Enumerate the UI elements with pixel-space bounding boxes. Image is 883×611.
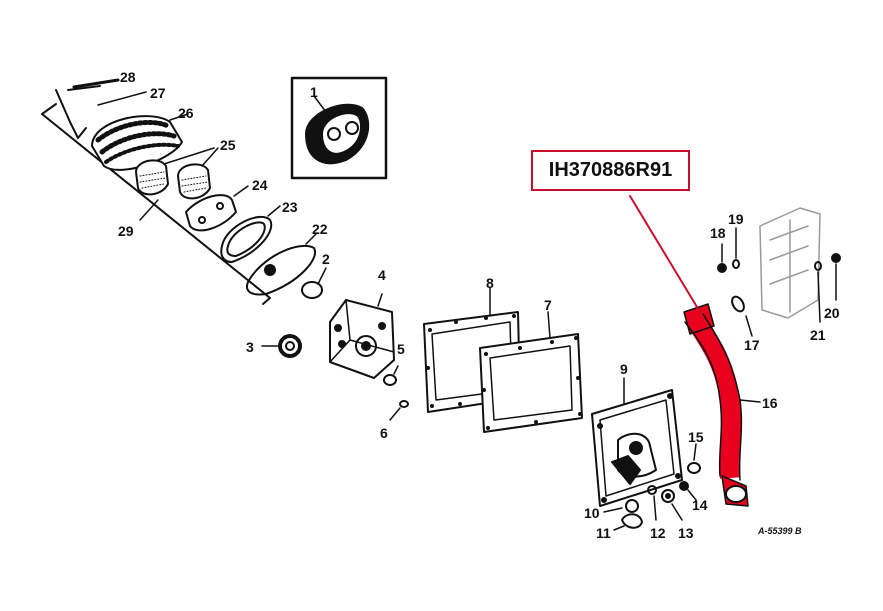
part-5-oring — [383, 365, 399, 386]
label-4: 4 — [378, 267, 386, 283]
part-22-seal — [246, 233, 317, 296]
label-16: 16 — [762, 395, 778, 411]
part-4-pump — [329, 293, 395, 379]
label-21: 21 — [810, 327, 826, 343]
label-5: 5 — [397, 341, 405, 357]
label-11: 11 — [596, 525, 611, 541]
part-23-gasket — [220, 205, 281, 263]
label-3: 3 — [246, 339, 254, 355]
part-9-cover — [591, 377, 683, 507]
part-7-plate — [479, 311, 583, 433]
part-15-oring — [687, 443, 701, 474]
part-6-plug — [389, 400, 409, 421]
label-12: 12 — [650, 525, 666, 541]
label-28: 28 — [120, 69, 136, 85]
filter-group-bracket — [41, 103, 271, 305]
parts-18-19-fittings — [717, 227, 740, 273]
label-24: 24 — [252, 177, 268, 193]
label-29: 29 — [118, 223, 134, 239]
part-27-clip — [55, 89, 147, 139]
label-1: 1 — [310, 84, 318, 100]
small-parts-10-13 — [603, 481, 697, 531]
label-26: 26 — [178, 105, 194, 121]
drawing-reference: A-55399 B — [757, 526, 802, 536]
label-19: 19 — [728, 211, 744, 227]
label-17: 17 — [744, 337, 760, 353]
label-6: 6 — [380, 425, 388, 441]
label-2: 2 — [322, 251, 330, 267]
label-25: 25 — [220, 137, 236, 153]
label-23: 23 — [282, 199, 298, 215]
parts-20-21 — [814, 253, 841, 323]
label-7: 7 — [544, 297, 552, 313]
part-number-callout: IH370886R91 — [531, 150, 690, 191]
label-20: 20 — [824, 305, 840, 321]
callout-labels: 28 27 26 25 24 23 22 29 1 2 3 4 5 6 8 7 … — [118, 69, 840, 541]
label-15: 15 — [688, 429, 704, 445]
label-10: 10 — [584, 505, 600, 521]
part-17-oring — [731, 295, 753, 337]
part-number-text: IH370886R91 — [548, 159, 673, 181]
label-9: 9 — [620, 361, 628, 377]
part-2-bushing — [301, 267, 327, 299]
part-26-filter-element — [91, 113, 189, 171]
part-24-plate — [185, 185, 249, 232]
part-16-hose-highlighted — [629, 195, 761, 507]
valve-housing — [759, 207, 821, 319]
label-8: 8 — [486, 275, 494, 291]
label-18: 18 — [710, 225, 726, 241]
label-27: 27 — [150, 85, 166, 101]
part-25-filters — [135, 147, 219, 200]
label-22: 22 — [312, 221, 328, 237]
part-28-pin — [67, 78, 120, 91]
part-3-gear — [261, 334, 302, 358]
part-1-filter — [290, 76, 388, 180]
label-13: 13 — [678, 525, 694, 541]
label-14: 14 — [692, 497, 708, 513]
